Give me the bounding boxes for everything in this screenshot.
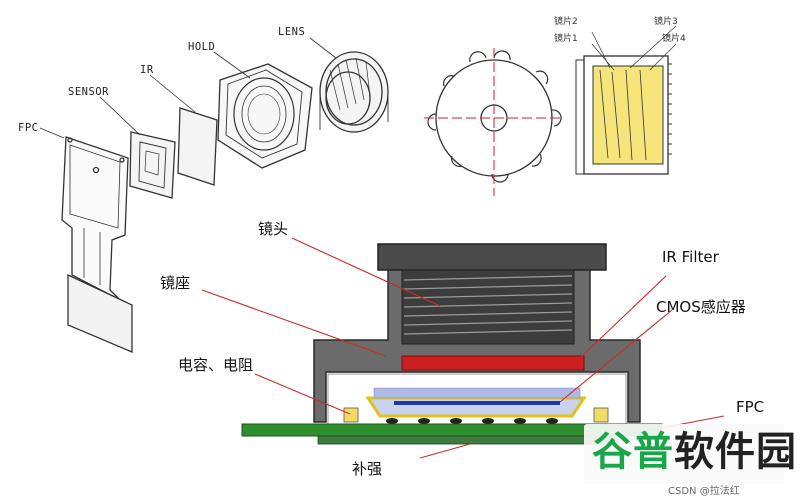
label-lens4: 镜片4 bbox=[662, 32, 686, 44]
label-lens-top: LENS bbox=[278, 26, 305, 38]
lens-threads bbox=[403, 275, 573, 335]
label-ir-filter: IR Filter bbox=[662, 248, 720, 266]
watermark-part-a: 谷普 bbox=[592, 429, 674, 475]
label-lens2: 镜片2 bbox=[554, 15, 578, 27]
label-cap-res-cn: 电容、电阻 bbox=[178, 356, 253, 374]
cross-section bbox=[201, 237, 725, 459]
label-cmos: CMOS感应器 bbox=[656, 298, 746, 316]
sensor-core bbox=[394, 401, 560, 405]
lens-barrel-section bbox=[575, 25, 677, 175]
ir-filter-part bbox=[177, 107, 218, 186]
sensor-glass bbox=[373, 387, 581, 399]
label-lens3: 镜片3 bbox=[654, 15, 678, 27]
label-fpc-bottom: FPC bbox=[736, 398, 764, 416]
lens-front-view bbox=[424, 48, 564, 196]
csdn-credit: CSDN @拉法红 bbox=[668, 486, 740, 497]
label-sensor: SENSOR bbox=[68, 86, 109, 98]
label-stiffener-cn: 补强 bbox=[352, 460, 382, 478]
exploded-view bbox=[39, 25, 677, 353]
stiffener bbox=[317, 435, 619, 445]
label-mount-cn: 镜座 bbox=[160, 274, 190, 292]
solder-balls bbox=[386, 418, 558, 424]
fpc-part bbox=[61, 136, 133, 353]
label-hold: HOLD bbox=[188, 41, 215, 53]
label-lens1: 镜片1 bbox=[554, 32, 578, 44]
ir-filter bbox=[401, 355, 585, 371]
cmos-sensor bbox=[365, 396, 587, 418]
component-right bbox=[593, 407, 609, 423]
label-fpc-top: FPC bbox=[18, 122, 38, 134]
lens-cap bbox=[377, 243, 607, 271]
watermark-background bbox=[584, 424, 784, 484]
sensor-part bbox=[129, 131, 176, 199]
watermark-part-b: 软件园 bbox=[674, 429, 797, 475]
label-ir: IR bbox=[140, 64, 154, 76]
hold-part bbox=[217, 63, 313, 169]
watermark-logo: 谷普软件园 bbox=[592, 428, 797, 476]
lens-part bbox=[319, 51, 389, 133]
leader-lines bbox=[201, 237, 725, 459]
label-lens-cn: 镜头 bbox=[258, 220, 288, 238]
component-left bbox=[343, 407, 359, 423]
